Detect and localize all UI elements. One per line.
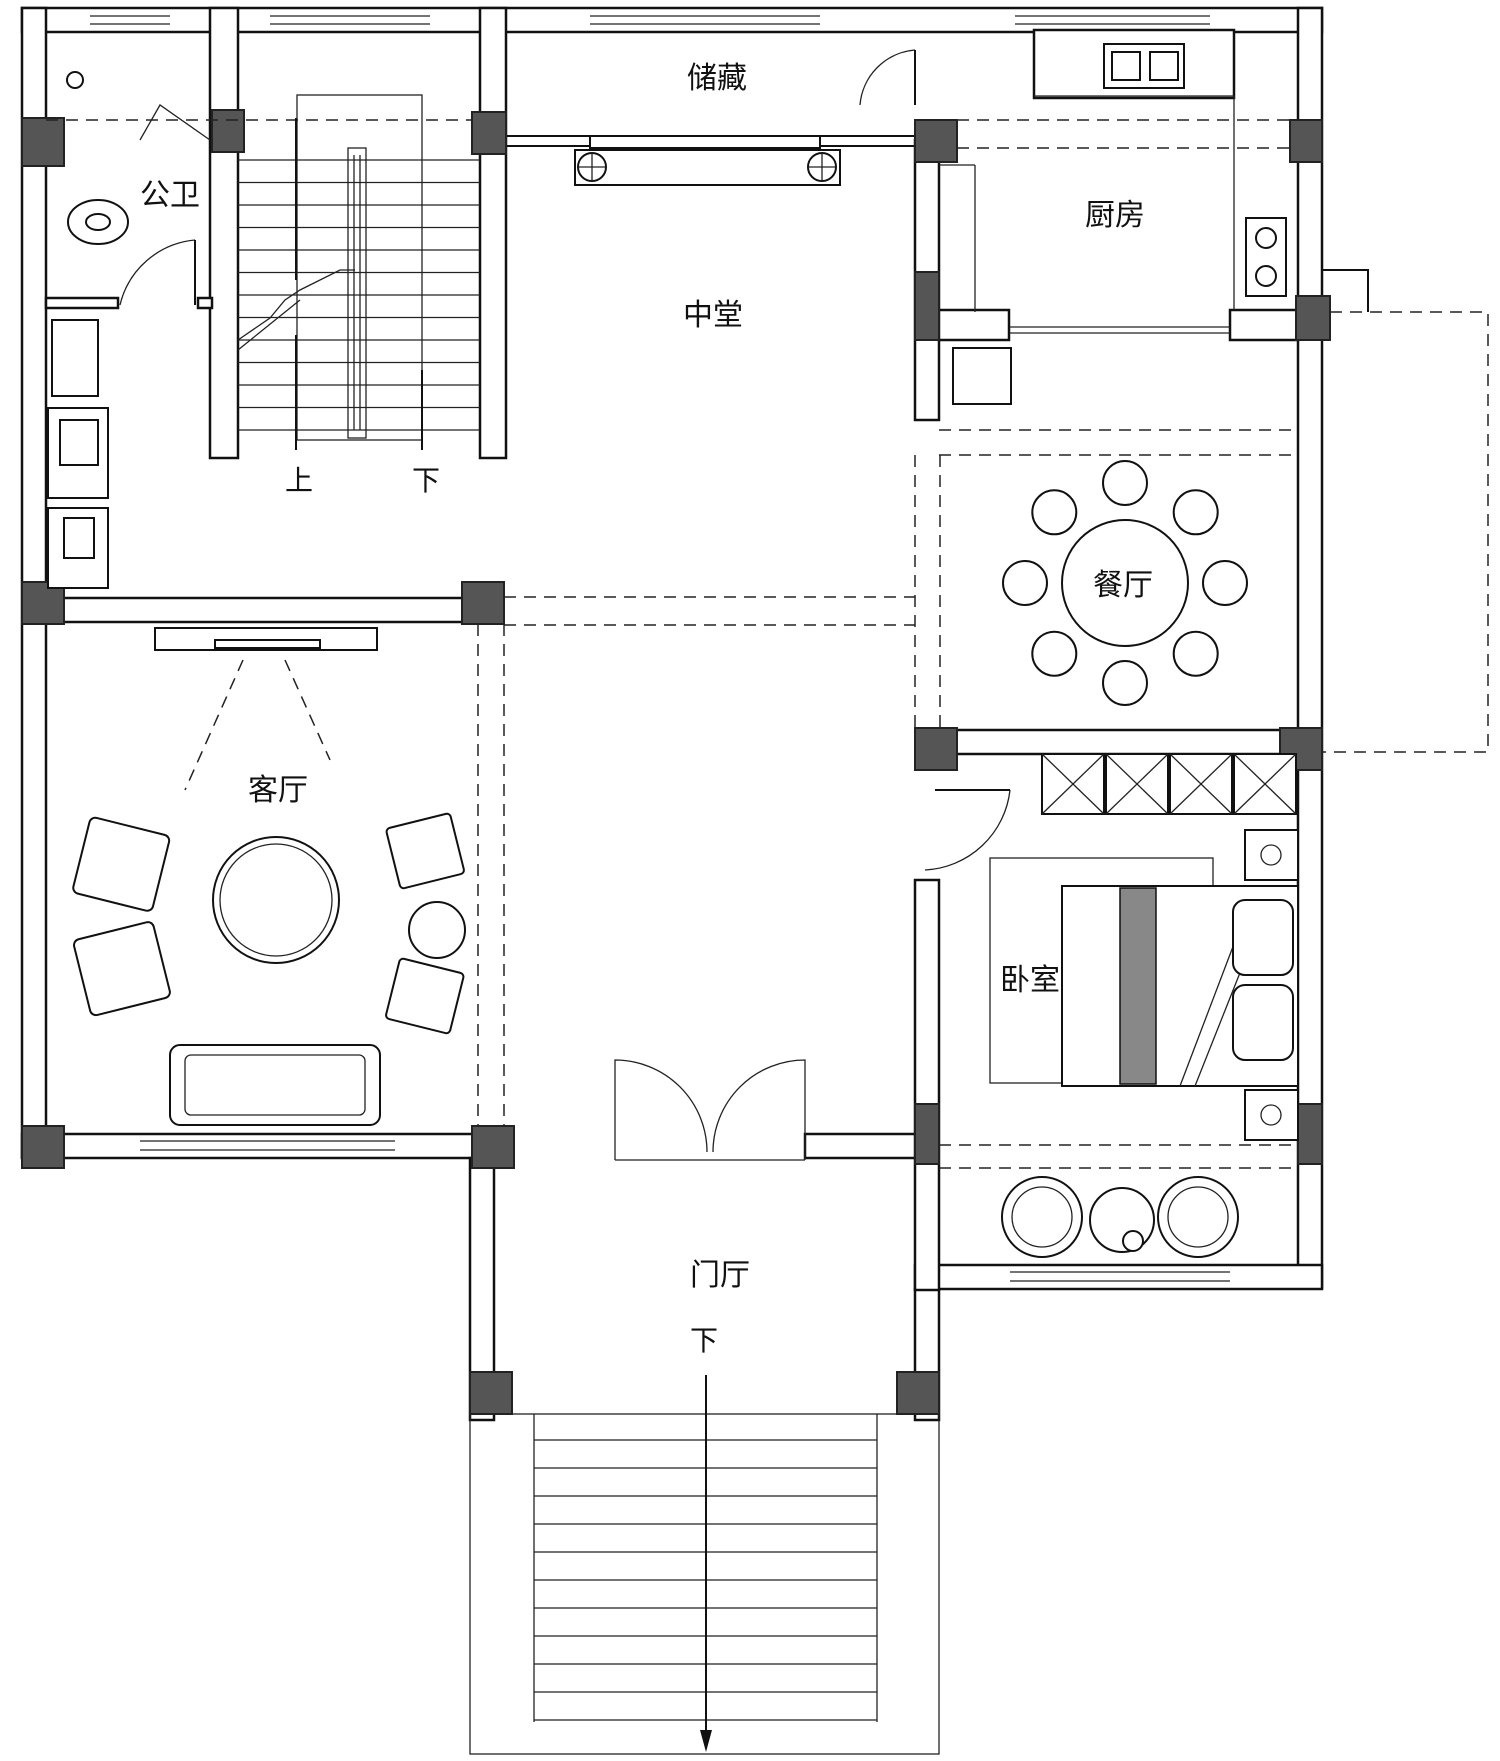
- doors: [119, 49, 1011, 1161]
- label-dining: 餐厅: [1093, 568, 1153, 603]
- structural-columns: [21, 109, 1331, 1415]
- label-storage: 储藏: [687, 61, 747, 96]
- label-stair-down: 下: [412, 464, 440, 497]
- bedroom-furniture: [989, 753, 1299, 1141]
- label-kitchen: 厨房: [1085, 198, 1145, 233]
- label-stair-up: 上: [285, 464, 313, 497]
- dining-furniture: [1002, 460, 1248, 706]
- internal-stairs: [237, 94, 480, 450]
- living-furniture: [72, 627, 466, 1126]
- label-living: 客厅: [248, 773, 308, 808]
- balcony-furniture: [1001, 1176, 1239, 1258]
- label-public-toilet: 公卫: [140, 178, 200, 213]
- label-entrance-hall: 门厅: [690, 1258, 750, 1293]
- label-entrance-down: 下: [690, 1324, 718, 1357]
- entrance-stairs: [469, 1375, 940, 1755]
- kitchen-fixtures: [939, 43, 1369, 405]
- room-labels: 储藏 公卫 中堂 厨房 餐厅 客厅 卧室 门厅 上 下 下: [140, 61, 1153, 1357]
- toilet-fixtures: [47, 71, 129, 589]
- label-bedroom: 卧室: [1000, 963, 1060, 998]
- hall-furniture: [574, 135, 841, 186]
- beam-lines: [46, 119, 1489, 1169]
- label-central-hall: 中堂: [683, 298, 743, 333]
